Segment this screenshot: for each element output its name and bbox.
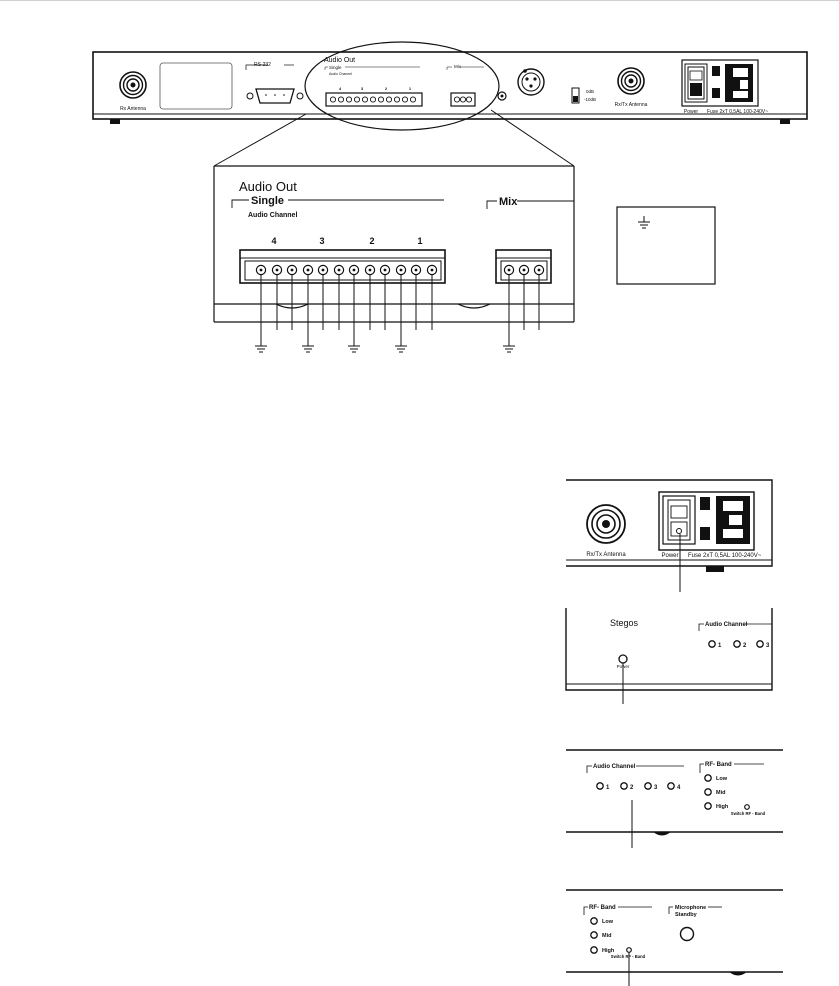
rf-low: Low	[602, 919, 614, 925]
rs232-label: RS-232	[254, 62, 271, 68]
ground-symbol-ch1	[394, 339, 408, 353]
zoom-channel-4: 4	[271, 236, 276, 246]
rs232-port	[246, 88, 304, 104]
zoom-audio-channel-label: Audio Channel	[248, 212, 297, 219]
front-led-1	[708, 640, 716, 648]
channel-audio-channel-label: Audio Channel	[593, 764, 636, 770]
zoom-mix-label: Mix	[499, 196, 518, 208]
ground-symbol-ch3	[301, 339, 315, 353]
front-led-2-label: 2	[743, 643, 747, 649]
ground-symbol-ch4	[254, 339, 268, 353]
channel-led-4-label: 4	[677, 785, 681, 791]
ground-legend-box	[616, 206, 716, 285]
power-detail: Rx/Tx Antenna Power Fuse 2xT 0,5AL 100-2…	[566, 479, 773, 592]
blank-cover	[159, 62, 233, 110]
channel-rf-low: Low	[716, 776, 728, 782]
gain-0db-label: 0dB	[586, 89, 594, 94]
channel-rf-led-low	[704, 774, 712, 782]
front-led-1-label: 1	[718, 643, 722, 649]
channel-led-3-label: 3	[654, 785, 658, 791]
zoom-detail: Audio Out Single Audio Channel Mix 4 3 2…	[213, 165, 575, 353]
rf-high: High	[602, 948, 615, 954]
zoom-audio-terminal	[239, 249, 446, 284]
zoom-audio-out-title: Audio Out	[239, 179, 297, 194]
front-led-3	[756, 640, 764, 648]
power-detail-power-label: Power	[661, 553, 678, 559]
zoom-single-label: Single	[251, 195, 284, 207]
rf-band-label: RF- Band	[589, 905, 616, 911]
channel-led-3	[644, 782, 652, 790]
power-detail-module	[658, 491, 755, 551]
top-border	[0, 0, 839, 1]
channel-rf-high: High	[716, 804, 729, 810]
rxtx-antenna-connector	[617, 67, 645, 95]
channel-led-1-label: 1	[606, 785, 610, 791]
power-led	[618, 654, 628, 664]
front-brand: Stegos	[610, 618, 639, 628]
power-detail-antenna	[586, 504, 626, 544]
rear-mix-label: Mix	[454, 64, 462, 69]
rear-channel-3: 3	[361, 86, 364, 91]
rear-mix-terminal	[450, 92, 476, 107]
zoom-line-left	[213, 113, 307, 167]
front-detail: Stegos Power Audio Channel 1 2 3	[565, 608, 773, 704]
rear-power-label: Power	[684, 109, 699, 115]
rx-antenna-connector	[119, 71, 147, 99]
rear-panel: Rx Antenna RS-232 Audio Out Single Audio…	[92, 41, 808, 131]
gain-minus10db-label: -10dB	[584, 97, 596, 102]
rear-channel-1: 1	[409, 86, 412, 91]
front-led-2	[733, 640, 741, 648]
mic-standby-label-line2: Standby	[675, 912, 698, 918]
rear-fuse-label: Fuse 2xT 0,5AL 100-240V~	[707, 109, 768, 115]
rear-channel-2: 2	[385, 86, 388, 91]
rear-audio-out-label: Audio Out	[324, 57, 355, 64]
channel-led-1	[596, 782, 604, 790]
rf-mid: Mid	[602, 933, 611, 939]
channel-led-2-label: 2	[630, 785, 634, 791]
front-audio-channel-label: Audio Channel	[705, 622, 748, 628]
zoom-channel-2: 2	[369, 236, 374, 246]
rear-audio-channel-label: Audio Channel	[329, 72, 352, 76]
rf-led-high	[590, 946, 598, 954]
front-led-3-label: 3	[766, 643, 770, 649]
channel-detail: Audio Channel 1 2 3 4 RF- Band Low Mid H…	[566, 749, 783, 848]
mic-standby-button	[679, 926, 695, 942]
ground-symbol-ch2	[347, 339, 361, 353]
rf-switch	[626, 947, 632, 953]
rx-antenna-label: Rx Antenna	[120, 106, 146, 112]
ground-symbol-mix	[502, 339, 516, 353]
channel-rf-led-high	[704, 802, 712, 810]
gain-switch	[571, 87, 580, 104]
rear-channel-4: 4	[339, 86, 342, 91]
channel-rf-mid: Mid	[716, 790, 725, 796]
power-detail-fuse-label: Fuse 2xT 0,5AL 100-240V~	[688, 553, 762, 559]
rxtx-antenna-label: Rx/Tx Antenna	[615, 102, 648, 108]
xlr-connector	[517, 68, 545, 96]
channel-led-2	[620, 782, 628, 790]
rf-detail: RF- Band Low Mid High Switch RF - Band M…	[566, 889, 783, 986]
power-detail-antenna-label: Rx/Tx Antenna	[586, 552, 626, 558]
channel-rf-switch	[744, 804, 750, 810]
channel-rf-band-label: RF- Band	[705, 762, 732, 768]
zoom-line-right	[490, 109, 575, 167]
terminal-wires	[260, 275, 540, 344]
rear-single-label: Single	[329, 65, 342, 70]
mic-standby-label-line1: Microphone	[675, 905, 706, 911]
rf-led-mid	[590, 931, 598, 939]
rf-led-low	[590, 917, 598, 925]
channel-rf-switch-label: Switch RF - Band	[731, 811, 766, 816]
rear-audio-out-terminal	[325, 92, 423, 107]
rf-switch-label: Switch RF - Band	[611, 954, 646, 959]
channel-rf-led-mid	[704, 788, 712, 796]
channel-led-4	[667, 782, 675, 790]
zoom-callout-ellipse	[304, 41, 500, 131]
zoom-channel-1: 1	[417, 236, 422, 246]
power-module	[681, 59, 759, 107]
zoom-channel-3: 3	[319, 236, 324, 246]
